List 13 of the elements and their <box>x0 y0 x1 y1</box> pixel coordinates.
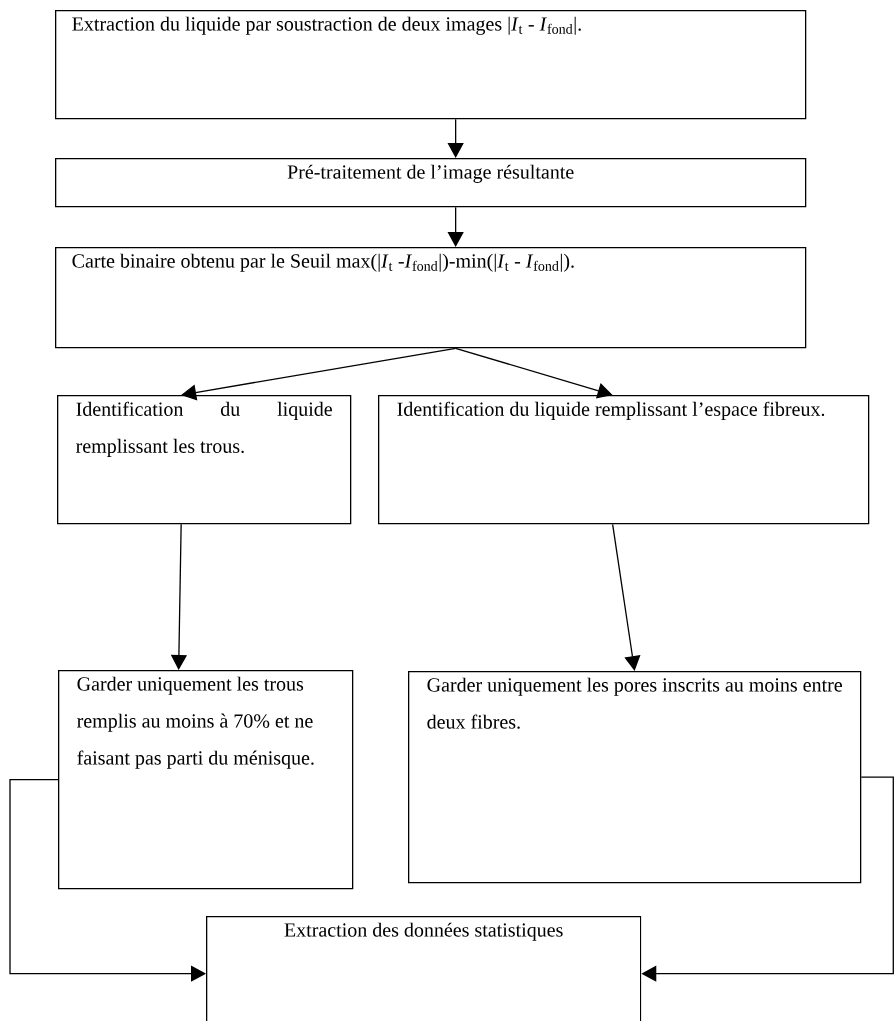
arrow <box>181 347 457 401</box>
process-box: Identification du liquide remplissant les trous. <box>57 395 352 525</box>
arrow <box>447 206 464 247</box>
process-box: Extraction du liquide par soustraction de deux images |I$_{t}$ - I$_{fond}$|. <box>55 10 807 120</box>
arrow <box>9 779 206 982</box>
process-box: Identification du liquide remplissant l’espace fibreux. <box>378 395 870 525</box>
process-box: Garder uniquement les pores inscrits au moins entre deux fibres. <box>408 671 862 884</box>
arrow <box>447 118 464 158</box>
arrow <box>612 523 641 671</box>
process-box: Extraction des données statistiques <box>206 916 642 1021</box>
process-box: Pré-traitement de l’image résultante <box>55 158 807 208</box>
process-box: Garder uniquement les trous remplis au moins à 70% et ne faisant pas parti du ménisque. <box>58 670 354 890</box>
process-box: Carte binaire obtenu par le Seuil max(|I$_{t}$ -I$_{fond}$|)-min(|I$_{t}$ - I$_{fond}$|). <box>55 247 807 349</box>
